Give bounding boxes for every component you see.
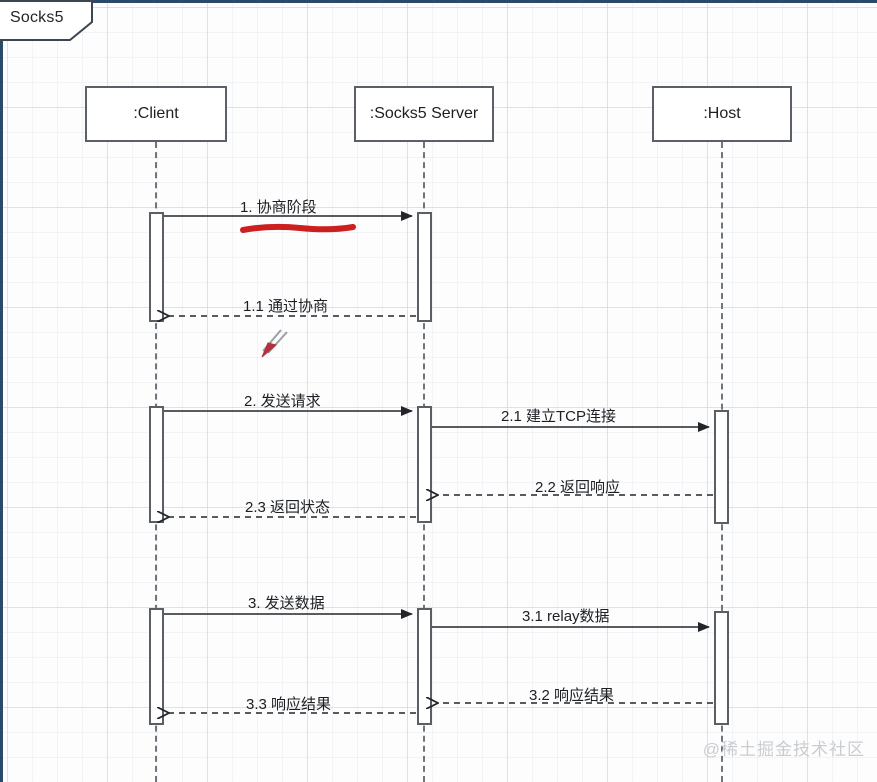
red-underline-annotation (240, 223, 356, 233)
activation-bar-server-1[interactable] (417, 212, 432, 322)
participant-host[interactable]: :Host (652, 86, 792, 142)
frame-border-top (0, 0, 877, 3)
message-label-m3_3: 3.3 响应结果 (246, 696, 332, 713)
red-arrow-annotation (261, 329, 288, 358)
activation-bar-server-3[interactable] (417, 608, 432, 725)
activation-bar-client-2[interactable] (149, 406, 164, 523)
participant-client[interactable]: :Client (85, 86, 227, 142)
frame-border-left (0, 0, 3, 782)
activation-bar-client-1[interactable] (149, 212, 164, 322)
participant-socks5-server[interactable]: :Socks5 Server (354, 86, 494, 142)
activation-bar-host-2[interactable] (714, 611, 729, 725)
message-label-m2_3: 2.3 返回状态 (245, 499, 331, 516)
participant-label: :Host (703, 105, 741, 122)
message-label-m2_2: 2.2 返回响应 (535, 479, 621, 496)
activation-bar-host-1[interactable] (714, 410, 729, 524)
message-label-m2: 2. 发送请求 (244, 393, 321, 410)
participant-label: :Client (133, 105, 179, 122)
message-label-m3: 3. 发送数据 (248, 595, 325, 612)
frame-label: Socks5 (10, 9, 64, 26)
message-label-m3_2: 3.2 响应结果 (529, 687, 615, 704)
activation-bar-server-2[interactable] (417, 406, 432, 523)
participant-label: :Socks5 Server (369, 105, 479, 122)
message-label-m3_1: 3.1 relay数据 (522, 608, 610, 625)
watermark: @稀土掘金技术社区 (702, 740, 865, 759)
activation-bar-client-3[interactable] (149, 608, 164, 725)
message-label-m2_1: 2.1 建立TCP连接 (501, 408, 617, 425)
message-label-m1_1: 1.1 通过协商 (243, 298, 329, 315)
message-label-m1: 1. 协商阶段 (240, 199, 317, 216)
